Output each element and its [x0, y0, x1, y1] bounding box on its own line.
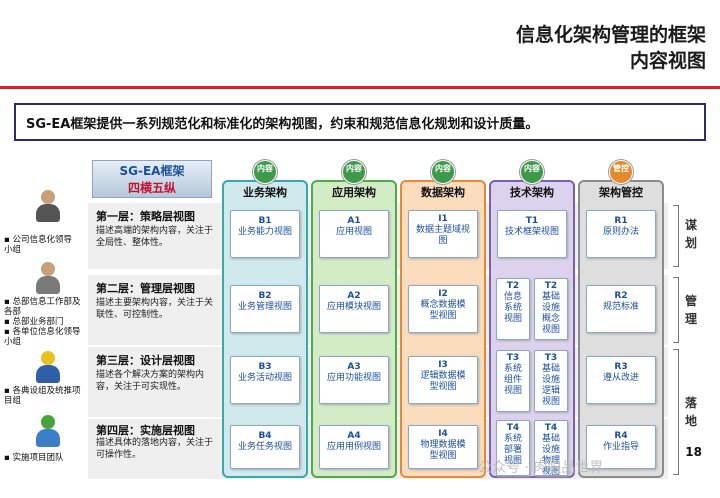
summary-banner: SG-EA框架提供一系列规范化和标准化的架构视图，约束和规范信息化规划和设计质量…	[14, 103, 706, 141]
layer-3-title: 第三层：设计层视图	[96, 354, 195, 367]
person-icon-implementer	[36, 415, 60, 447]
column-header-technology: 技术架构	[510, 186, 554, 199]
side-label-implementation: 落地	[684, 396, 697, 428]
column-badge-technology: 内容	[520, 160, 544, 184]
page-subtitle: 内容视图	[629, 50, 706, 72]
brace-planning	[673, 205, 679, 267]
layer-4-people: ▪ 实施项目团队	[4, 453, 64, 463]
column-header-application: 应用架构	[332, 186, 376, 199]
brace-implementation	[673, 349, 679, 475]
brace-management	[673, 277, 679, 343]
column-header-data: 数据架构	[421, 186, 465, 199]
person-icon-leader	[36, 190, 60, 222]
column-badge-business: 内容	[253, 160, 277, 184]
layer-1-desc: 描述高端的架构内容，关注于全局性、整体性。	[96, 226, 214, 248]
layer-3-desc: 描述各个解决方案的架构内容，关注于可实现性。	[96, 370, 205, 392]
page-title: 信息化架构管理的框架	[515, 24, 706, 46]
layer-2-desc: 描述主要架构内容，关注于关联性、可控制性。	[96, 298, 214, 320]
column-badge-governance: 管控	[609, 160, 633, 184]
person-icon-designer	[36, 351, 60, 383]
column-header-business: 业务架构	[243, 186, 287, 199]
person-icon-manager	[36, 262, 60, 294]
layer-2-title: 第二层：管理层视图	[96, 282, 195, 295]
page-number: 18	[685, 445, 702, 459]
layer-2-people: ▪ 总部信息工作部及各部 ▪ 总部业务部门 ▪ 各单位信息化领导小组	[4, 297, 81, 347]
title-divider	[0, 86, 720, 89]
framework-subtitle: 四横五纵	[127, 181, 176, 195]
watermark: 公众号 · 肉眼品世界	[478, 460, 604, 476]
column-header-governance: 架构管控	[599, 186, 643, 199]
layer-1-people: ▪ 公司信息化领导小组	[4, 235, 72, 255]
side-label-planning: 谋划	[684, 218, 697, 250]
side-label-management: 管理	[684, 294, 697, 326]
column-badge-application: 内容	[342, 160, 366, 184]
layer-4-desc: 描述具体的落地内容，关注于可操作性。	[96, 438, 214, 460]
layer-3-people: ▪ 各典设组及统推项目组	[4, 386, 81, 406]
layer-1-title: 第一层：策略层视图	[96, 210, 195, 223]
framework-name: SG-EA框架	[119, 164, 185, 178]
layer-4-title: 第四层：实施层视图	[96, 424, 195, 437]
column-badge-data: 内容	[431, 160, 455, 184]
framework-label-box: SG-EA框架 四横五纵	[92, 160, 212, 198]
